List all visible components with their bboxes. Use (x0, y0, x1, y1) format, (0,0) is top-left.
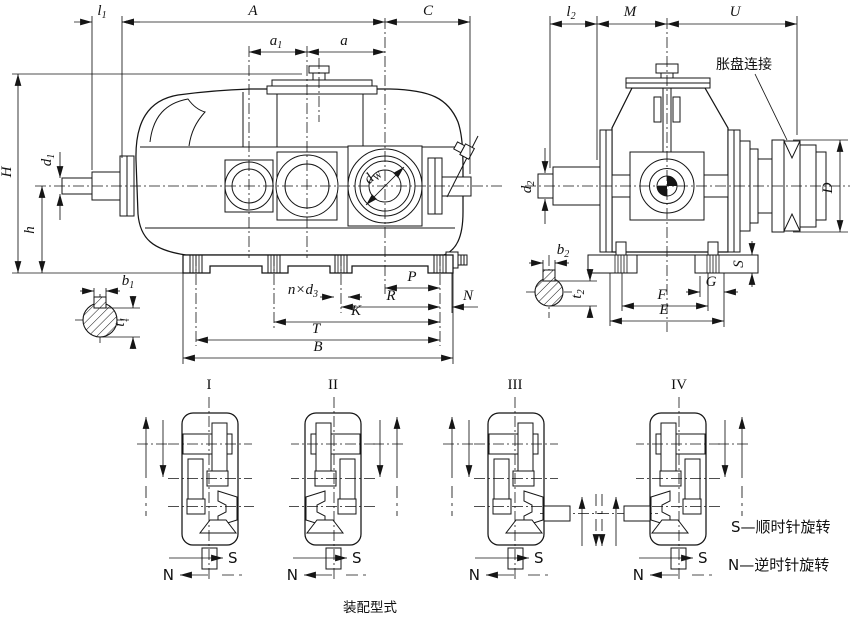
schematic-4-numeral: IV (671, 377, 687, 393)
schematic-4-sn-arrows: S N (633, 549, 714, 584)
schematic-4-side-shaft (598, 494, 658, 546)
dim-label-t2: t2 (569, 289, 587, 298)
dim-label-d1: d1 (39, 154, 57, 167)
dim-label-h: h (22, 226, 38, 234)
dim-label-A: A (247, 3, 258, 19)
schematic-2-sn-arrows: S N (287, 549, 368, 584)
schematic-1-box (167, 396, 255, 582)
dim-label-S: S (731, 260, 747, 268)
rotation-n-label: N (469, 566, 480, 584)
schematic-3-box (473, 396, 561, 582)
schematic-2-rotation-arrows (373, 417, 404, 516)
schematics: I II III IV S N S N (137, 377, 749, 584)
right-view: l2 M U 胀盘连接 d2 b2 t2 S (519, 4, 850, 332)
right-centerlines (525, 18, 850, 332)
rotation-s-label: S (228, 549, 238, 567)
dim-label-C: C (423, 3, 434, 19)
dim-label-R: R (385, 288, 395, 304)
dim-label-M: M (623, 4, 638, 20)
left-side-dimensions: H h d1 (0, 73, 302, 274)
schematic-3-numeral: III (508, 377, 523, 393)
right-feet (587, 241, 759, 274)
schematic-2-box (288, 396, 376, 582)
dim-label-F: F (656, 287, 667, 303)
dim-label-G: G (706, 274, 717, 290)
dim-label-D: D (820, 182, 836, 194)
schematic-4-rotation-arrows (718, 417, 749, 516)
dim-label-t1: t1 (112, 317, 130, 326)
legend-counterclockwise: N—逆时针旋转 (728, 556, 829, 574)
dim-label-N: N (462, 288, 474, 304)
dim-label-b2: b2 (557, 242, 570, 260)
rotation-n-label: N (633, 566, 644, 584)
left-top-cover (266, 58, 378, 122)
dipstick-line (446, 135, 479, 198)
dim-label-b1: b1 (122, 273, 135, 291)
right-housing-body (599, 63, 741, 253)
left-key-section: b1 t1 (75, 273, 140, 349)
schematic-1-sn-arrows: S N (163, 549, 244, 584)
right-top-dimensions: l2 M U 胀盘连接 (549, 4, 798, 168)
schematic-3-sn-arrows: S N (469, 549, 550, 584)
dim-label-K: K (350, 303, 362, 319)
rotation-s-label: S (352, 549, 362, 567)
schematic-1-rotation-arrows (137, 417, 170, 516)
left-output-and-plugs (427, 135, 479, 269)
dim-label-B: B (313, 339, 322, 355)
dim-label-d2: d2 (519, 181, 537, 194)
rotation-s-label: S (534, 549, 544, 567)
schematic-3-rotation-arrows (443, 417, 476, 516)
right-key-section: b2 t2 (526, 242, 597, 318)
right-d2-dimension: d2 (519, 148, 549, 224)
drawing-caption: 装配型式 (343, 600, 397, 616)
dim-label-a: a (340, 33, 348, 49)
dim-label-l1: l1 (97, 3, 106, 21)
left-bottom-dimensions: n×d3 P R N K T B (182, 269, 478, 364)
dim-label-E: E (658, 302, 668, 318)
rotation-s-label: S (698, 549, 708, 567)
dim-label-H: H (0, 165, 15, 178)
dim-label-nxd3: n×d3 (288, 282, 318, 300)
left-centerlines (35, 18, 505, 346)
right-bottom-dimensions: S G F E D (609, 139, 848, 327)
rotation-n-label: N (287, 566, 298, 584)
dim-label-T: T (312, 321, 322, 337)
schematic-2-numeral: II (328, 377, 338, 393)
lifting-lug-outline (149, 98, 206, 147)
schematic-3-side-shaft (540, 494, 602, 546)
rotation-legend: S—顺时针旋转 N—逆时针旋转 (728, 518, 831, 574)
dim-label-P: P (406, 269, 416, 285)
dim-label-l2: l2 (566, 4, 575, 22)
callout-expansion-disc: 胀盘连接 (716, 56, 772, 73)
schematic-1-numeral: I (207, 377, 212, 393)
rotation-n-label: N (163, 566, 174, 584)
dim-label-a1: a1 (270, 33, 283, 51)
left-top-dimensions: l1 A C a1 a (74, 3, 471, 174)
legend-clockwise: S—顺时针旋转 (731, 518, 831, 536)
dim-label-U: U (730, 4, 742, 20)
callout-leader (754, 73, 788, 141)
left-view: dW (0, 3, 505, 364)
center-mark (667, 176, 677, 186)
breather-plug (453, 141, 476, 160)
